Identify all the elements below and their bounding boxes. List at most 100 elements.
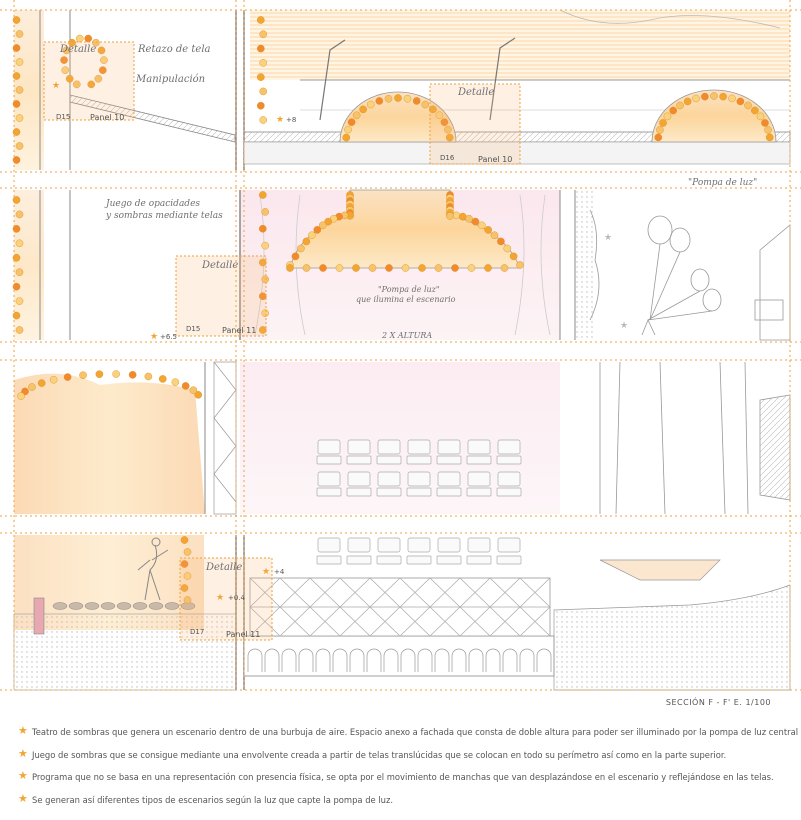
arch	[298, 648, 314, 672]
crate-brace	[519, 606, 551, 637]
level-star-icon: ★	[216, 593, 224, 603]
stepping-stone	[116, 602, 132, 610]
crate-brace	[489, 577, 521, 608]
pompa-luz-label: "Pompa de luz"	[688, 178, 757, 188]
note-text: Juego de sombras que se consigue mediant…	[32, 749, 727, 760]
level-star-icon: ★	[262, 567, 270, 577]
crate-brace	[309, 606, 341, 637]
seat	[376, 487, 402, 497]
crate-brace	[339, 577, 371, 608]
seat	[496, 555, 522, 565]
bead	[15, 326, 24, 334]
bead	[297, 244, 305, 253]
crate-brace	[279, 606, 311, 637]
level-star-icon: ★	[276, 115, 284, 125]
bead	[663, 112, 672, 121]
stepping-stone	[100, 602, 116, 610]
arch	[247, 648, 263, 672]
arch	[332, 648, 348, 672]
detalle-label-2: Detalle	[457, 87, 494, 98]
bead	[12, 196, 21, 204]
seat	[436, 555, 462, 565]
crate-brace	[399, 577, 431, 608]
bead	[744, 101, 752, 110]
seat	[347, 439, 371, 455]
bead	[761, 119, 769, 127]
seat	[377, 471, 401, 487]
bead	[471, 217, 480, 226]
bead	[656, 126, 664, 134]
arch	[502, 648, 518, 672]
bead	[368, 264, 377, 272]
bead	[12, 156, 21, 164]
bead	[669, 106, 677, 115]
bead	[490, 231, 499, 240]
detail-box-3	[175, 255, 267, 337]
bead	[751, 106, 759, 115]
seat	[466, 455, 492, 465]
bead	[516, 261, 524, 269]
note-text: Programa que no se basa en una represent…	[32, 772, 774, 782]
star-bullet-icon: ★	[18, 769, 28, 782]
seat	[377, 439, 401, 455]
bead	[256, 101, 265, 110]
seat	[496, 455, 522, 465]
bead-chain-mid	[256, 16, 268, 124]
bead	[302, 237, 311, 246]
arch	[264, 648, 280, 672]
bead-arc-3	[60, 34, 108, 89]
star-icon: ★	[620, 321, 628, 331]
d16-label-1: D16	[440, 154, 455, 162]
bead	[421, 100, 430, 109]
seat	[497, 537, 521, 553]
note-text: Se generan así diferentes tipos de escen…	[32, 794, 394, 805]
bead	[445, 133, 454, 142]
bead	[384, 94, 393, 103]
detalle-label-1: Detalle	[59, 44, 96, 55]
detail-box-1	[43, 41, 135, 121]
star-bullet-icon: ★	[18, 746, 28, 760]
bead	[701, 92, 709, 101]
level-0-4-label: +0.4	[228, 594, 246, 602]
bead	[452, 211, 461, 220]
bead	[403, 94, 412, 103]
bead	[128, 371, 137, 379]
bead	[509, 252, 518, 261]
note-item: ★Teatro de sombras que genera un escenar…	[18, 725, 798, 749]
crate-brace	[279, 577, 311, 608]
bead	[100, 56, 108, 64]
arch	[383, 648, 399, 672]
seat	[437, 439, 461, 455]
bead	[12, 100, 21, 108]
level-8-label: +8	[286, 116, 296, 124]
seat	[376, 555, 402, 565]
level-6-5-label: +6.5	[160, 333, 177, 341]
crate-brace	[249, 577, 281, 608]
bead	[183, 596, 192, 604]
bead	[112, 370, 120, 378]
seat	[436, 487, 462, 497]
arch	[400, 648, 416, 672]
bead	[12, 72, 21, 80]
crate-brace	[369, 577, 401, 608]
juego-label-1: Juego de opacidades	[104, 199, 200, 209]
bead-chain-left	[12, 196, 24, 334]
seat	[407, 471, 431, 487]
bead	[261, 241, 270, 250]
bead	[256, 44, 265, 53]
detail-box-4	[179, 557, 273, 641]
bead	[183, 572, 192, 580]
bead	[84, 34, 93, 43]
bead	[444, 125, 452, 134]
bead-chain-mid	[258, 191, 270, 334]
arch	[315, 648, 331, 672]
stepping-stone	[164, 602, 180, 610]
bead	[683, 97, 692, 106]
crate-brace	[459, 577, 491, 608]
seat	[317, 439, 341, 455]
seat	[467, 537, 491, 553]
band-upper-middle: ★ ★ Detalle Panel 11 D15 ★ +6.5 Juego de…	[12, 189, 791, 342]
bead	[158, 375, 167, 383]
bead	[97, 46, 106, 55]
bead	[319, 264, 327, 272]
